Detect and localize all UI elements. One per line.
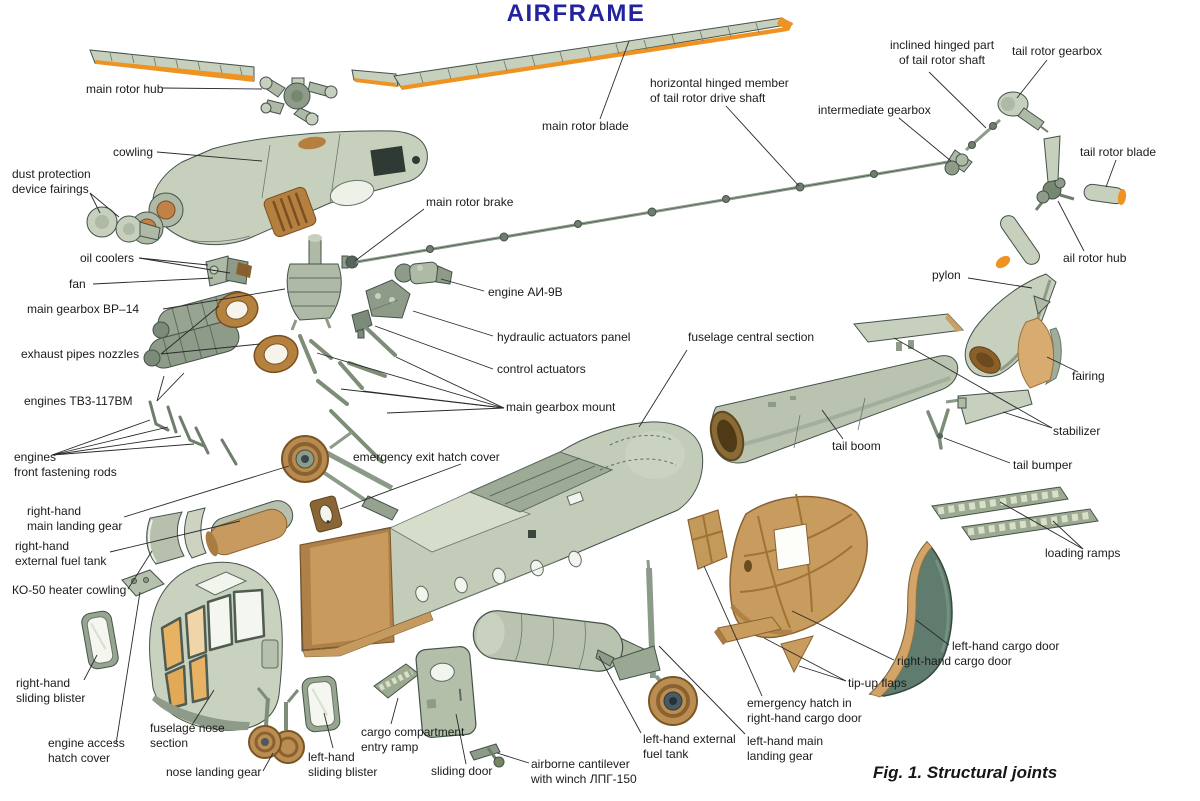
lh-main-landing-gear-part [595,559,698,726]
main-gearbox-part [286,234,342,331]
label-nose-landing-gear: nose landing gear [166,765,262,779]
label-pylon: pylon [932,268,961,282]
tip-up-flaps-part [714,616,814,674]
winch-cantilever-part [469,743,505,768]
label-lh-main-landing-gear: left-hand main landing gear [747,734,824,763]
loading-ramps-part [931,486,1099,541]
stabilizer-upper-part [853,313,965,351]
label-horizontal-member: horizontal hinged member of tail rotor d… [650,76,789,105]
sliding-door-part [415,646,477,738]
label-rh-external-fuel-tank: right-hand external fuel tank [15,539,107,568]
label-hydraulic-panel: hydraulic actuators panel [497,330,631,344]
rh-cargo-door-part [729,493,868,639]
rh-external-fuel-tank-part [184,500,294,559]
dust-protection-fairings-part [86,206,161,243]
engines-tv3-part [143,290,299,374]
main-rotor-brake-part [341,255,359,269]
main-rotor-blade-left-part [89,49,255,82]
label-tail-boom: tail boom [832,439,881,453]
label-engine-ai9v: engine АИ-9В [488,285,563,299]
label-loading-ramps: loading ramps [1045,546,1121,560]
tail-rotor-blades-part [995,135,1127,269]
engine-ai9v-part [394,261,453,285]
nose-landing-gear-part [248,687,305,764]
label-stabilizer: stabilizer [1053,424,1101,438]
inclined-shaft-part [965,118,1001,152]
label-inclined-hinged-part: inclined hinged part of tail rotor shaft [889,38,995,67]
label-lh-sliding-blister: left-hand sliding blister [308,750,378,779]
lh-sliding-blister-part [301,675,341,733]
label-main-rotor-blade: main rotor blade [542,119,629,133]
label-rh-sliding-blister: right-hand sliding blister [16,676,86,705]
figure-caption: Fig. 1. Structural joints [873,763,1058,782]
gearbox-mount-rods-part [298,321,397,463]
label-engine-access-hatch: engine access hatch cover [48,736,125,765]
main-rotor-hub-part [259,76,338,126]
hydraulic-panel-part [365,279,411,319]
label-main-rotor-hub: main rotor hub [86,82,164,96]
label-cowling: cowling [113,145,154,159]
fairing-part [1017,317,1062,389]
ko50-heater-cowling-part [146,511,185,565]
stabilizer-lower-part [945,389,1033,425]
tail-boom-part [709,355,959,464]
label-dust-protection: dust protection device fairings [12,167,91,196]
label-fuselage-central-section: fuselage central section [688,330,815,344]
page-title: AIRFRAME [506,0,646,27]
engine-access-hatch-part [121,569,165,597]
emergency-exit-hatch-part [309,495,343,533]
tail-rotor-drive-shaft-part [355,160,949,264]
label-tail-rotor-hub: ail rotor hub [1063,251,1127,265]
label-tail-rotor-gearbox: tail rotor gearbox [1012,44,1103,58]
main-rotor-blade-root-part [351,69,399,87]
main-rotor-blade-part [393,17,794,90]
label-emergency-exit-hatch: emergency exit hatch cover [353,450,500,464]
label-oil-coolers: oil coolers [80,251,135,265]
fuselage-nose-section-part [149,561,283,731]
label-rh-cargo-door: right-hand cargo door [897,654,1012,668]
label-emergency-hatch-rh-door: emergency hatch in right-hand cargo door [747,696,862,725]
label-ko50-heater-cowling: КО-50 heater cowling [12,583,127,597]
label-cargo-entry-ramp: cargo compartment entry ramp [361,725,465,754]
label-intermediate-gearbox: intermediate gearbox [818,103,931,117]
label-sliding-door: sliding door [431,764,493,778]
label-main-gearbox: main gearbox ВР–14 [27,302,140,316]
tail-bumper-part [926,408,950,450]
rh-main-landing-gear-part [281,430,399,521]
oil-coolers-fan-part [205,255,252,287]
label-engines: engines ТВ3-117ВМ [24,394,133,408]
lh-cargo-door-part [868,540,953,698]
label-lh-external-fuel-tank: left-hand external fuel tank [643,732,736,761]
label-tail-rotor-blade: tail rotor blade [1080,145,1157,159]
cargo-entry-ramp-part [373,663,420,699]
label-main-gearbox-mount: main gearbox mount [506,400,616,414]
emergency-hatch-rh-door-part [687,509,728,570]
label-engines-rods: engines front fastening rods [14,450,117,479]
label-main-rotor-brake: main rotor brake [426,195,514,209]
label-rh-main-landing-gear: right-hand main landing gear [27,504,123,533]
label-control-actuators: control actuators [497,362,586,376]
label-tail-bumper: tail bumper [1013,458,1073,472]
label-winch: airborne cantilever with winch ЛПГ-150 [531,757,637,786]
label-fan: fan [69,277,86,291]
label-exhaust-pipes: exhaust pipes nozzles [21,347,140,361]
label-tip-up-flaps: tip-up flaps [848,676,907,690]
rh-sliding-blister-part [81,610,119,670]
cowling-part [130,130,428,246]
fuselage-central-section-part [299,421,704,658]
label-lh-cargo-door: left-hand cargo door [952,639,1060,653]
fastening-rods-part [148,400,238,466]
label-fuselage-nose-section: fuselage nose section [150,721,225,750]
intermediate-gearbox-part [944,149,973,176]
label-fairing: fairing [1072,369,1105,383]
leader-lines [51,40,1117,772]
tail-rotor-gearbox-part [997,91,1049,133]
